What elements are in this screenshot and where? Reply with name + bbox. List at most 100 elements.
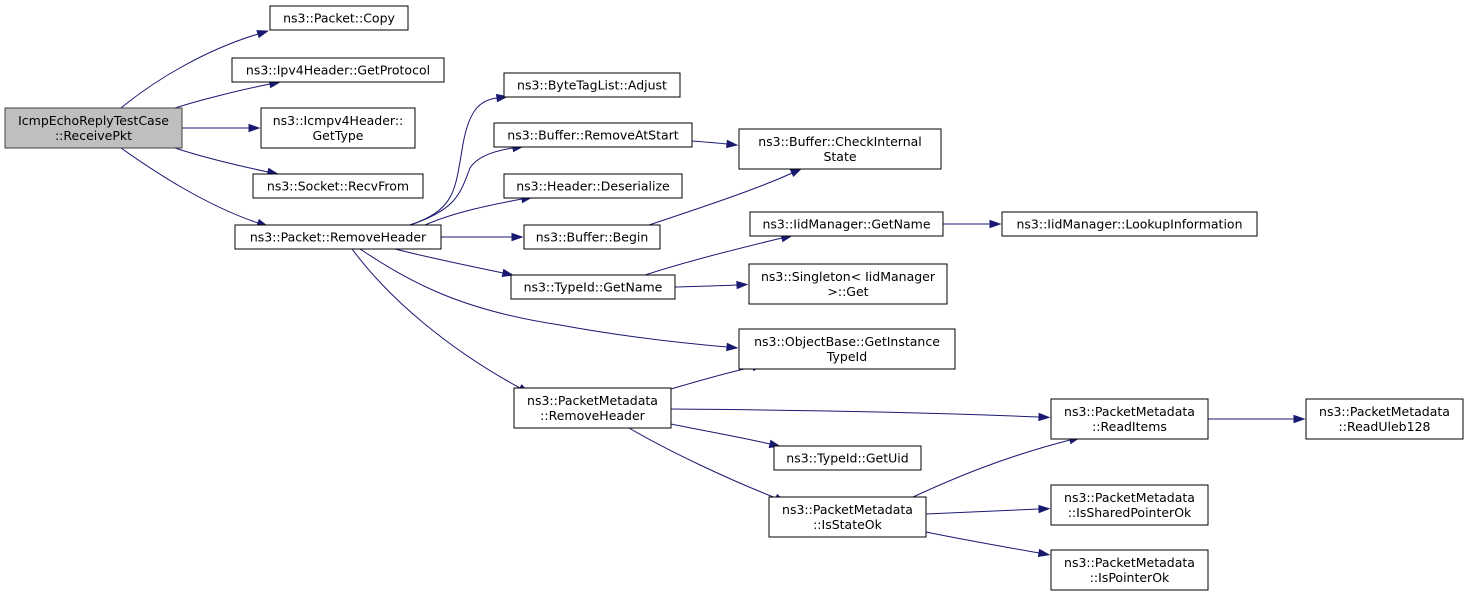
edge-packet_removeheader-to-buffer_begin — [441, 232, 524, 242]
node-label: ns3::Buffer::Begin — [536, 230, 649, 245]
node-box — [748, 263, 948, 305]
arrowhead-icon — [789, 168, 803, 178]
edge-root-to-packet_removeheader — [120, 147, 269, 227]
edge-line — [409, 147, 514, 226]
edge-line — [351, 248, 521, 389]
node-packet-copy[interactable]: ns3::Packet::Copy — [269, 5, 409, 31]
node-singleton-get[interactable]: ns3::Singleton< IidManager>::Get — [748, 263, 948, 305]
node-label: ns3::PacketMetadata — [1064, 404, 1195, 419]
node-pm-removeheader[interactable]: ns3::PacketMetadata::RemoveHeader — [513, 387, 672, 429]
arrowhead-icon — [1037, 548, 1051, 558]
edge-packet_removeheader-to-typeid_getname — [394, 248, 515, 278]
node-buffer-begin[interactable]: ns3::Buffer::Begin — [523, 224, 661, 250]
edge-line — [674, 284, 738, 288]
node-label: GetType — [313, 128, 364, 143]
node-label: ns3::ByteTagList::Adjust — [517, 78, 667, 93]
node-pm-issharedpointerok[interactable]: ns3::PacketMetadata::IsSharedPointerOk — [1050, 484, 1209, 526]
edge-line — [670, 423, 771, 445]
node-bytetaglist-adjust[interactable]: ns3::ByteTagList::Adjust — [503, 72, 681, 98]
edge-pm_readitems-to-pm_readuleb128 — [1208, 414, 1306, 424]
arrowhead-icon — [511, 232, 524, 242]
node-label: ns3::Buffer::RemoveAtStart — [507, 128, 679, 143]
node-box — [1001, 211, 1258, 237]
node-box — [510, 274, 676, 300]
node-box — [768, 496, 927, 538]
node-pm-readuleb128[interactable]: ns3::PacketMetadata::ReadUleb128 — [1305, 398, 1464, 440]
node-box — [523, 224, 661, 250]
arrowhead-icon — [1293, 414, 1306, 424]
node-header-deserialize[interactable]: ns3::Header::Deserialize — [503, 173, 683, 199]
node-label: ns3::Singleton< IidManager — [761, 269, 936, 284]
node-box — [231, 57, 445, 83]
node-icmpv4-gettype[interactable]: ns3::Icmpv4Header::GetType — [260, 107, 416, 149]
node-pm-ispointerok[interactable]: ns3::PacketMetadata::IsPointerOk — [1050, 549, 1209, 591]
node-iidmanager-getname[interactable]: ns3::IidManager::GetName — [749, 211, 944, 237]
arrowhead-icon — [501, 268, 515, 278]
edge-line — [648, 172, 793, 226]
node-label: ns3::PacketMetadata — [782, 502, 913, 517]
edge-line — [925, 531, 1040, 554]
edge-line — [174, 83, 271, 109]
edge-root-to-icmpv4_gettype — [182, 123, 261, 133]
edge-line — [394, 248, 504, 274]
node-box — [269, 5, 409, 31]
edge-packet_removeheader-to-bytetaglist_adjust — [409, 93, 509, 226]
edge-typeid_getname-to-singleton_get — [674, 280, 749, 290]
node-typeid-getuid[interactable]: ns3::TypeId::GetUid — [773, 445, 922, 471]
node-box — [493, 122, 693, 148]
node-box — [773, 445, 922, 471]
edge-packet_removeheader-to-pm_removeheader — [351, 248, 531, 394]
node-box — [260, 107, 416, 149]
node-box — [1050, 484, 1209, 526]
arrowhead-icon — [1038, 412, 1051, 422]
edge-line — [359, 248, 728, 348]
edge-packet_removeheader-to-objectbase_getinstancetypeid — [359, 248, 739, 352]
arrowhead-icon — [726, 139, 739, 149]
node-label: ns3::Header::Deserialize — [516, 179, 670, 194]
node-ipv4-getprotocol[interactable]: ns3::Ipv4Header::GetProtocol — [231, 57, 445, 83]
edge-line — [670, 366, 754, 390]
node-packet-removeheader[interactable]: ns3::Packet::RemoveHeader — [234, 224, 442, 250]
node-label: ns3::PacketMetadata — [1319, 404, 1450, 419]
node-label: ns3::IidManager::GetName — [762, 217, 930, 232]
node-iidmanager-lookupinformation[interactable]: ns3::IidManager::LookupInformation — [1001, 211, 1258, 237]
node-root[interactable]: IcmpEchoReplyTestCase::ReceivePkt — [4, 107, 183, 149]
node-socket-recvfrom[interactable]: ns3::Socket::RecvFrom — [252, 173, 424, 199]
node-label: ::IsStateOk — [813, 517, 883, 532]
edge-buffer_removeatstart-to-buffer_checkinternalstate — [691, 139, 739, 149]
edge-line — [644, 237, 783, 276]
node-label: >::Get — [827, 284, 868, 299]
edge-line — [174, 147, 269, 173]
node-label: ::ReceivePkt — [55, 128, 132, 143]
node-box — [503, 173, 683, 199]
node-pm-readitems[interactable]: ns3::PacketMetadata::ReadItems — [1050, 398, 1209, 440]
edge-root-to-ipv4_getprotocol — [174, 79, 282, 109]
node-buffer-removeatstart[interactable]: ns3::Buffer::RemoveAtStart — [493, 122, 693, 148]
node-label: ns3::PacketMetadata — [1064, 555, 1195, 570]
edge-pm_removeheader-to-typeid_getuid — [670, 423, 782, 448]
node-pm-isstateok[interactable]: ns3::PacketMetadata::IsStateOk — [768, 496, 927, 538]
edge-line — [691, 140, 728, 145]
edge-root-to-socket_recvfrom — [174, 147, 280, 177]
edge-pm_removeheader-to-pm_isstateok — [628, 427, 787, 503]
arrowhead-icon — [1038, 504, 1051, 514]
node-label: ns3::ObjectBase::GetInstance — [754, 334, 940, 349]
edge-root-to-packet_copy — [120, 30, 270, 109]
edge-pm_isstateok-to-pm_issharedpointerok — [925, 504, 1051, 515]
arrowhead-icon — [256, 30, 270, 39]
node-label: IcmpEchoReplyTestCase — [18, 113, 169, 128]
edge-line — [670, 408, 1040, 418]
edge-line — [912, 439, 1071, 498]
edge-line — [925, 508, 1040, 515]
edge-line — [120, 33, 259, 109]
node-label: TypeId — [826, 349, 867, 364]
node-label: ::RemoveHeader — [540, 408, 646, 423]
node-label: ns3::Ipv4Header::GetProtocol — [246, 63, 430, 78]
node-typeid-getname[interactable]: ns3::TypeId::GetName — [510, 274, 676, 300]
arrowhead-icon — [726, 342, 739, 352]
node-box — [513, 387, 672, 429]
edge-pm_isstateok-to-pm_ispointerok — [925, 531, 1051, 558]
